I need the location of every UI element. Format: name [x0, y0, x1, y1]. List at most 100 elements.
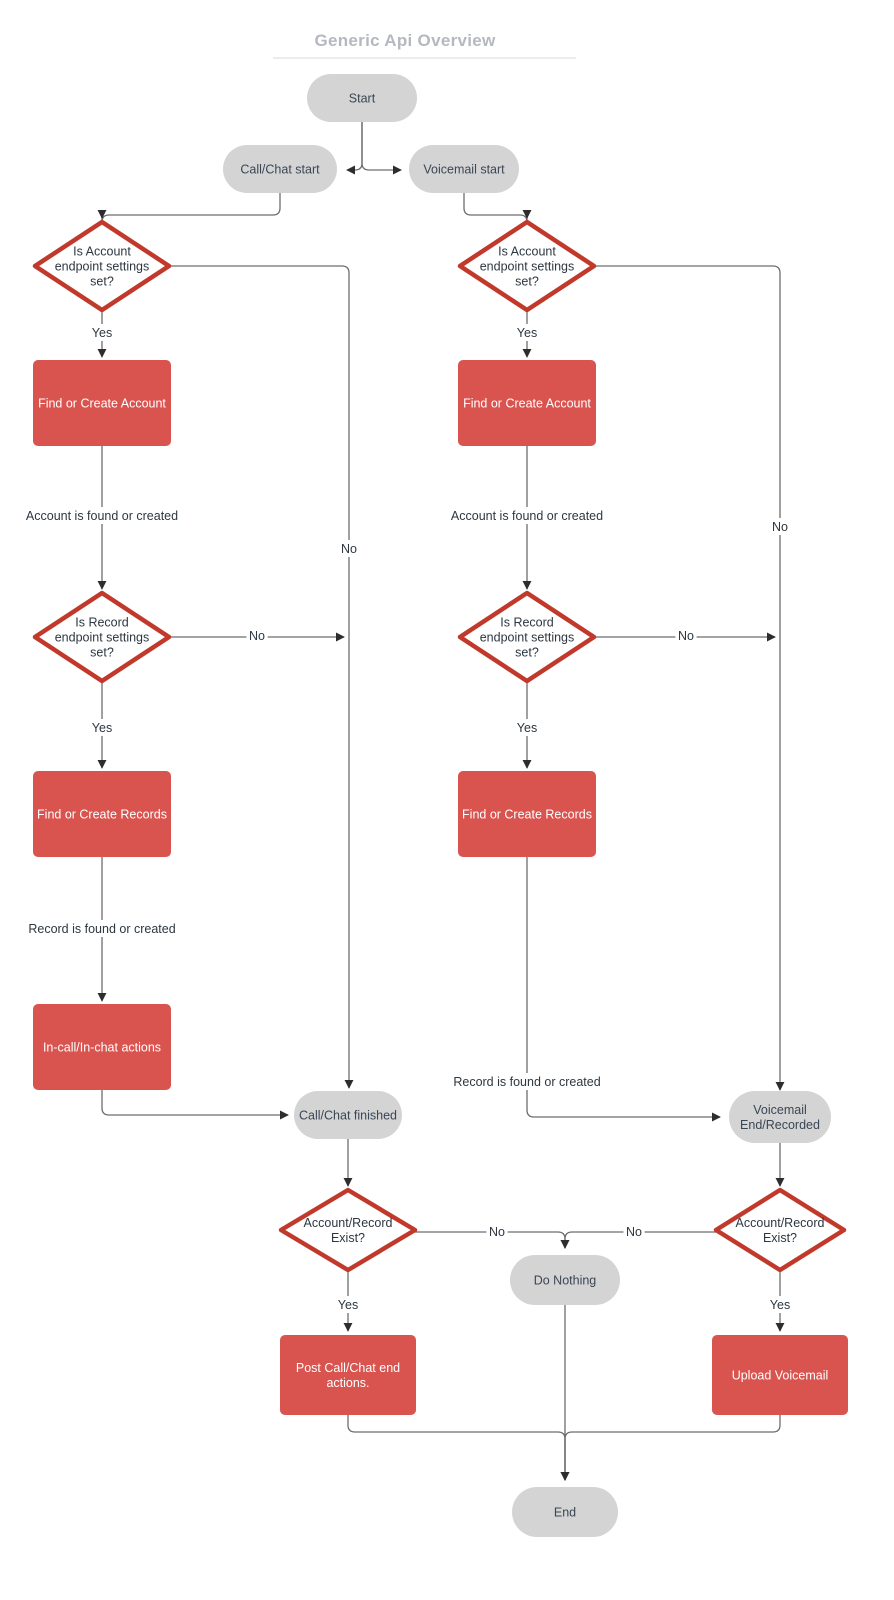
- node-label: Is Account: [498, 245, 556, 259]
- node-vm_start[interactable]: Voicemail start: [409, 145, 519, 193]
- decision-shape: [278, 1187, 418, 1273]
- edge-label-text: Yes: [517, 721, 537, 735]
- terminator-shape: [223, 145, 337, 193]
- edge-label-text: No: [489, 1225, 505, 1239]
- edge-label-backing: [513, 324, 541, 341]
- node-call_start[interactable]: Call/Chat start: [223, 145, 337, 193]
- node-label: Voicemail start: [423, 163, 505, 177]
- node-label: set?: [515, 646, 539, 660]
- edge-label-text: Account is found or created: [26, 509, 178, 523]
- edge-label-text: Record is found or created: [453, 1075, 600, 1089]
- node-label: Account/Record: [304, 1216, 393, 1230]
- edge-label-text: No: [341, 542, 357, 556]
- node-label: endpoint settings: [480, 631, 575, 645]
- edge-label-lbl-no-3: No: [246, 627, 268, 644]
- terminator-shape: [512, 1487, 618, 1537]
- node-label: Is Account: [73, 245, 131, 259]
- node-label: actions.: [326, 1376, 369, 1390]
- node-label: End: [554, 1506, 576, 1520]
- edge-label-backing: [246, 627, 268, 644]
- node-do_nothing[interactable]: Do Nothing: [510, 1255, 620, 1305]
- node-start[interactable]: Start: [307, 74, 417, 122]
- edge-label-lbl-yes-1: Yes: [88, 324, 116, 341]
- edge-label-lbl-no-5: No: [486, 1223, 508, 1240]
- edge-label-text: No: [772, 520, 788, 534]
- edge-label-lbl-no-2: No: [769, 518, 791, 535]
- decision-shape: [713, 1187, 847, 1273]
- edge-label-text: Yes: [770, 1298, 790, 1312]
- edge-label-lbl-no-6: No: [623, 1223, 645, 1240]
- edge-label-text: No: [249, 629, 265, 643]
- process-shape: [458, 360, 596, 446]
- edge-start-to-call-start: [346, 122, 363, 175]
- edge-label-text: No: [678, 629, 694, 643]
- edge-label-backing: [88, 719, 116, 736]
- process-shape: [458, 771, 596, 857]
- edge-upload-to-end: [560, 1415, 781, 1481]
- edge-label-backing: [513, 719, 541, 736]
- edge-vmstart-to-acct-dec-path: [463, 193, 528, 223]
- edge-label-lbl-yes-4: Yes: [513, 719, 541, 736]
- terminator-shape: [409, 145, 519, 193]
- node-label: Is Record: [75, 616, 129, 630]
- node-r_rec_proc[interactable]: Find or Create Records: [458, 771, 596, 857]
- node-l_rec_proc[interactable]: Find or Create Records: [33, 771, 171, 857]
- node-label: Account/Record: [736, 1216, 825, 1230]
- edge-post-to-end: [347, 1415, 570, 1481]
- edge-label-lbl-rfc-2: Record is found or created: [437, 1073, 617, 1090]
- edge-label-text: Yes: [92, 326, 112, 340]
- node-end[interactable]: End: [512, 1487, 618, 1537]
- edge-l-acctdec-no: [169, 265, 350, 1086]
- node-label: Is Record: [500, 616, 554, 630]
- edge-label-backing: [12, 920, 192, 937]
- edge-label-backing: [334, 1296, 362, 1313]
- node-label: set?: [515, 275, 539, 289]
- node-label: Do Nothing: [534, 1274, 597, 1288]
- node-label: Upload Voicemail: [732, 1369, 829, 1383]
- process-shape: [280, 1335, 416, 1415]
- node-l_acct_proc[interactable]: Find or Create Account: [33, 360, 171, 446]
- process-shape: [33, 771, 171, 857]
- edge-label-lbl-yes-6: Yes: [766, 1296, 794, 1313]
- edge-layer: [97, 122, 785, 1481]
- edge-label-text: Yes: [92, 721, 112, 735]
- process-shape: [33, 360, 171, 446]
- edge-label-backing: [338, 540, 360, 557]
- edge-label-backing: [675, 627, 697, 644]
- node-r_acct_proc[interactable]: Find or Create Account: [458, 360, 596, 446]
- node-label: Start: [349, 92, 376, 106]
- edge-label-backing: [486, 1223, 508, 1240]
- edge-label-lbl-yes-2: Yes: [513, 324, 541, 341]
- edge-label-backing: [8, 507, 196, 524]
- node-label: Call/Chat start: [240, 163, 320, 177]
- edge-label-lbl-yes-3: Yes: [88, 719, 116, 736]
- edge-label-lbl-no-1: No: [338, 540, 360, 557]
- node-label: endpoint settings: [55, 631, 150, 645]
- node-label: set?: [90, 646, 114, 660]
- diagram-title: Generic Api Overview: [273, 31, 576, 59]
- edge-label-backing: [766, 1296, 794, 1313]
- node-label: In-call/In-chat actions: [43, 1041, 161, 1055]
- edge-l-incall-to-callfinished: [101, 1090, 289, 1120]
- node-l_incall_proc[interactable]: In-call/In-chat actions: [33, 1004, 171, 1090]
- node-r_upload_proc[interactable]: Upload Voicemail: [712, 1335, 848, 1415]
- node-call_finished[interactable]: Call/Chat finished: [294, 1091, 402, 1139]
- edge-label-text: Yes: [517, 326, 537, 340]
- terminator-shape: [729, 1091, 831, 1143]
- terminator-shape: [510, 1255, 620, 1305]
- edge-label-text: Yes: [338, 1298, 358, 1312]
- edge-callstart-to-acct-dec-path: [101, 193, 281, 223]
- edge-start-to-voicemail-start: [361, 122, 402, 175]
